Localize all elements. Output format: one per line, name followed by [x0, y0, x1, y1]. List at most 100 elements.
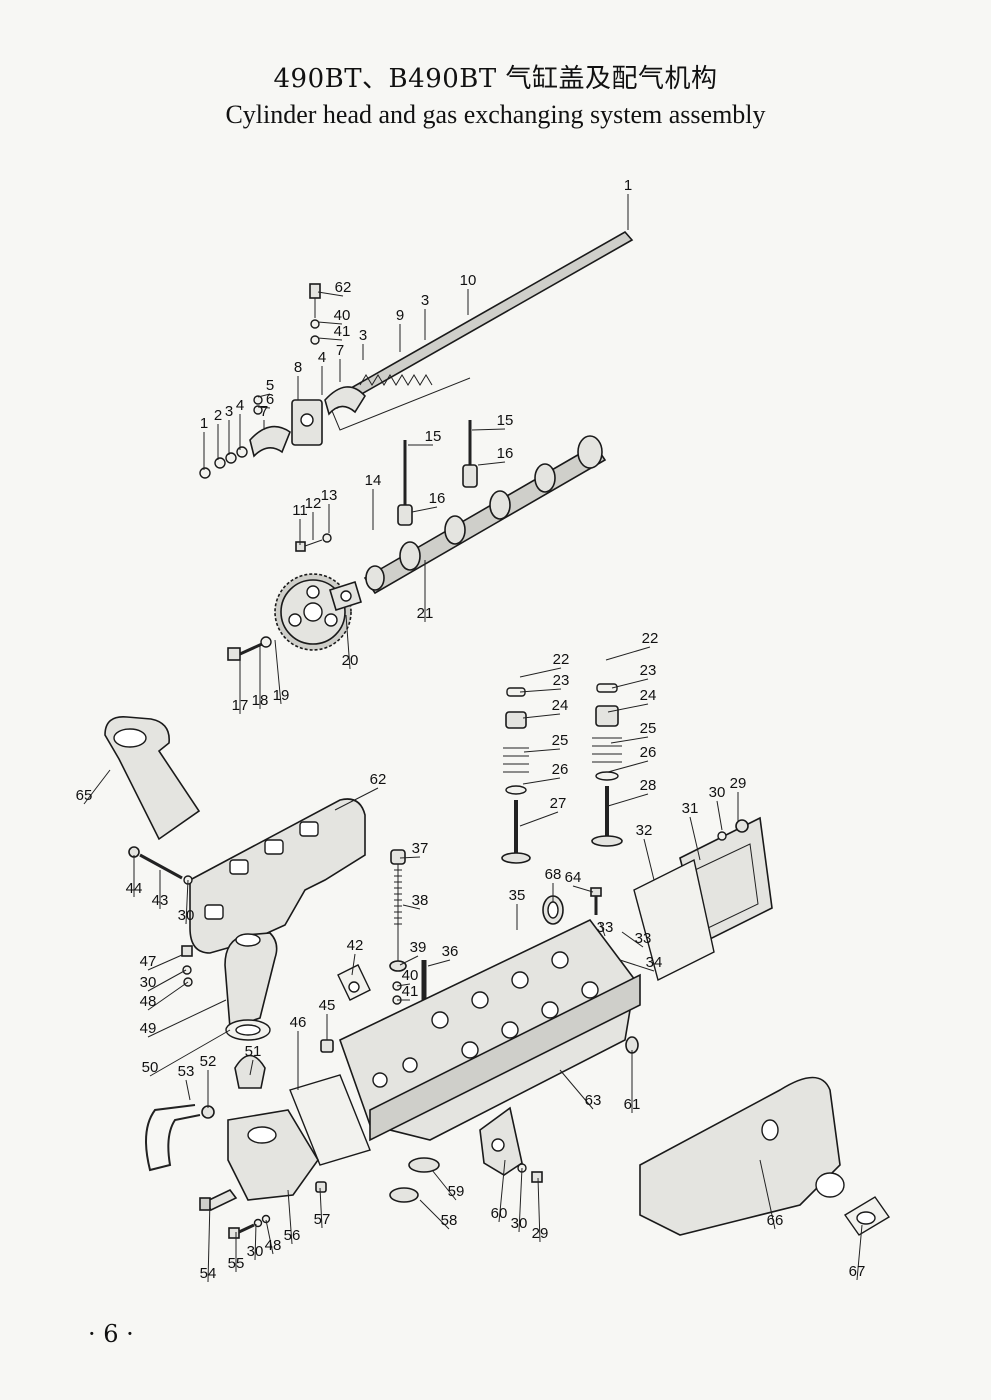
callout-label: 2	[214, 407, 222, 424]
thermostat	[234, 1054, 266, 1089]
callout-label: 43	[152, 892, 169, 909]
callout-leader-line	[610, 736, 649, 744]
cylinder-head-bolt	[389, 849, 407, 1005]
callout-label: 68	[545, 866, 562, 883]
callout-label: 11	[292, 502, 308, 519]
callout-label: 40	[334, 307, 351, 324]
rocker-bolt	[309, 283, 321, 345]
callout-label: 56	[284, 1227, 301, 1244]
callout-label: 25	[552, 732, 569, 749]
rocker-arm-left	[249, 425, 291, 458]
callout-leader-line	[147, 999, 227, 1038]
callout-label: 44	[126, 880, 143, 897]
callout-label: 52	[200, 1053, 217, 1070]
camshaft	[363, 435, 607, 595]
callout-leader-line	[83, 769, 111, 805]
callout-leader-line	[477, 461, 506, 466]
callout-label: 13	[321, 487, 338, 504]
callout-label: 30	[247, 1243, 264, 1260]
callout-label: 5	[266, 377, 274, 394]
callout-leader-line	[519, 667, 562, 678]
drain-plug-57	[315, 1181, 327, 1193]
callout-label: 59	[448, 1183, 465, 1200]
rocker-bracket	[291, 399, 323, 446]
callout-leader-line	[619, 959, 655, 972]
callout-label: 21	[417, 605, 434, 622]
callout-leader-line	[643, 838, 655, 881]
callout-label: 4	[236, 397, 244, 414]
valve-seat-insert	[389, 1157, 440, 1203]
callout-leader-line	[611, 678, 649, 689]
callout-label: 29	[532, 1225, 549, 1242]
callout-label: 67	[849, 1263, 866, 1280]
callout-label: 30	[709, 784, 726, 801]
callout-label: 27	[550, 795, 567, 812]
callout-label: 41	[402, 983, 419, 1000]
callout-leader-line	[149, 1029, 231, 1077]
callout-leader-line	[427, 959, 451, 967]
callout-label: 26	[552, 761, 569, 778]
gear-bolt	[227, 636, 272, 661]
callout-leader-line	[185, 1079, 191, 1101]
rocker-arm-right	[324, 386, 366, 416]
callout-leader-line	[274, 639, 282, 705]
callout-label: 46	[290, 1014, 307, 1031]
callout-label: 15	[497, 412, 514, 429]
callout-label: 53	[178, 1063, 195, 1080]
callout-leader-line	[522, 713, 561, 719]
callout-leader-line	[607, 760, 649, 773]
callout-leader-line	[716, 800, 723, 831]
callout-label: 6	[266, 391, 274, 408]
callout-label: 39	[410, 939, 427, 956]
callout-leader-line	[147, 969, 187, 992]
callout-leader-line	[399, 856, 421, 859]
callout-label: 22	[553, 651, 570, 668]
callout-label: 63	[585, 1092, 602, 1109]
callout-label: 16	[497, 445, 514, 462]
callout-leader-line	[254, 1223, 257, 1261]
callout-label: 30	[511, 1215, 528, 1232]
camshaft-gear	[274, 573, 352, 651]
callout-leader-line	[419, 1199, 450, 1230]
callout-label: 32	[636, 822, 653, 839]
callout-label: 54	[200, 1265, 217, 1282]
callout-label: 14	[365, 472, 382, 489]
callout-label: 25	[640, 720, 657, 737]
callout-leader-line	[537, 1177, 541, 1243]
callout-label: 20	[342, 652, 359, 669]
cylinder-head-side-gasket	[289, 1074, 371, 1166]
callout-label: 3	[225, 403, 233, 420]
callout-leader-line	[759, 1159, 776, 1230]
callout-leader-line	[689, 816, 701, 861]
callout-label: 8	[294, 359, 302, 376]
callout-label: 47	[140, 953, 157, 970]
callout-label: 61	[624, 1096, 641, 1113]
callout-label: 3	[421, 292, 429, 309]
lifting-eye-bolt	[590, 887, 602, 915]
callout-label: 1	[200, 415, 208, 432]
callout-label: 9	[396, 307, 404, 324]
callout-label: 3	[359, 327, 367, 344]
callout-label: 51	[245, 1043, 262, 1060]
callout-leader-line	[856, 1224, 863, 1281]
callout-leader-line	[411, 506, 438, 513]
callout-leader-line	[607, 793, 649, 807]
callout-label: 57	[314, 1211, 331, 1228]
callout-label: 15	[425, 428, 442, 445]
page-title-chinese: 490BT、B490BT 气缸盖及配气机构	[273, 64, 718, 94]
callout-label: 33	[635, 930, 652, 947]
callout-label: 23	[640, 662, 657, 679]
callout-label: 24	[640, 687, 657, 704]
callout-label: 48	[265, 1237, 282, 1254]
rocker-shaft	[328, 230, 634, 431]
callout-leader-line	[147, 981, 189, 1011]
callout-label: 17	[232, 697, 249, 714]
callout-label: 26	[640, 744, 657, 761]
callout-label: 24	[552, 697, 569, 714]
callout-label: 55	[228, 1255, 245, 1272]
callout-leader-line	[519, 811, 559, 827]
page-title-english: Cylinder head and gas exchanging system …	[225, 100, 766, 129]
callout-label: 36	[442, 943, 459, 960]
callout-label: 10	[460, 272, 477, 289]
